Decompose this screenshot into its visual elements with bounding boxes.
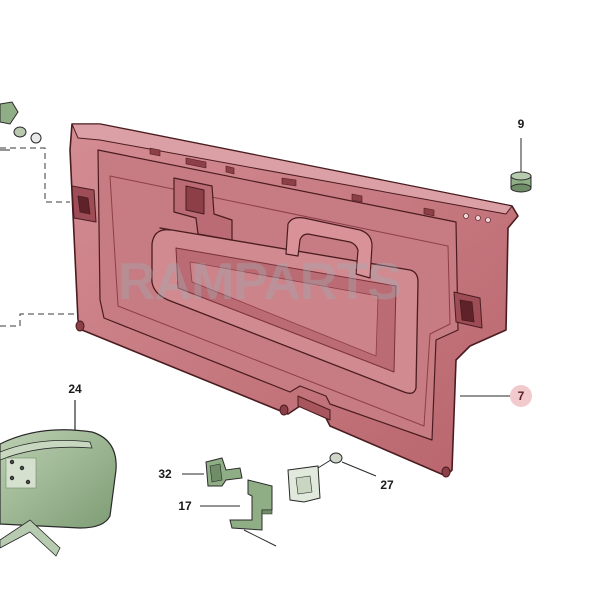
callout-24: 24 [68, 382, 82, 396]
rear-seat-backrest-panel [69, 123, 519, 478]
callout-7: 7 [510, 385, 532, 407]
top-left-fastener-icon [0, 101, 42, 151]
screw-icon [317, 452, 377, 477]
clip-icon [182, 457, 243, 487]
headrest-icon [0, 400, 117, 557]
callout-9: 9 [517, 117, 525, 131]
bracket-icon [200, 479, 277, 547]
dashed-leader-lines [0, 147, 78, 327]
spring-plate-icon [287, 465, 321, 503]
callout-27: 27 [380, 478, 394, 492]
callout-32: 32 [158, 467, 172, 481]
callout-17: 17 [178, 499, 192, 513]
bolt-icon [510, 138, 532, 193]
